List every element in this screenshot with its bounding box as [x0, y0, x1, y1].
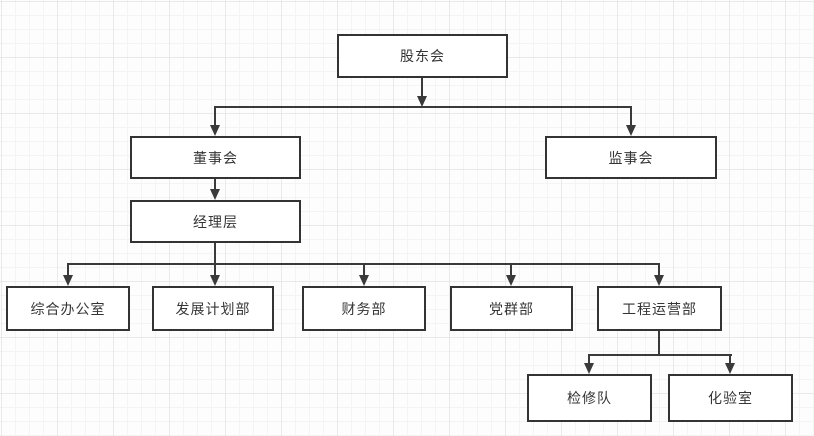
connector-arrowhead — [654, 275, 664, 286]
connector-arrowhead — [626, 125, 636, 136]
node-maintenance-team[interactable]: 检修队 — [527, 374, 652, 422]
node-shareholders-meeting[interactable]: 股东会 — [337, 34, 508, 78]
connector-line — [510, 263, 512, 275]
connector-arrowhead — [210, 189, 220, 200]
connector-arrowhead — [210, 275, 220, 286]
connector-line — [588, 354, 590, 363]
node-label: 化验室 — [708, 390, 753, 406]
connector-arrowhead — [506, 275, 516, 286]
connector-line — [363, 263, 365, 275]
node-label: 党群部 — [489, 300, 534, 317]
connector-line — [658, 331, 660, 355]
node-label: 经理层 — [193, 213, 238, 230]
node-label: 工程运营部 — [622, 300, 697, 317]
connector-line — [67, 263, 69, 275]
connector-arrowhead — [584, 363, 594, 374]
connector-line — [214, 179, 216, 189]
connector-line — [214, 243, 216, 264]
node-label: 股东会 — [400, 48, 445, 64]
node-party-mass-dept[interactable]: 党群部 — [450, 286, 573, 331]
node-development-planning-dept[interactable]: 发展计划部 — [152, 286, 274, 331]
connector-line — [214, 263, 216, 275]
node-supervisory-board[interactable]: 监事会 — [545, 136, 717, 179]
node-board-of-directors[interactable]: 董事会 — [130, 136, 301, 179]
node-label: 综合办公室 — [30, 300, 106, 317]
connector-line — [214, 106, 632, 108]
connector-line — [588, 354, 732, 356]
connector-line — [729, 354, 731, 363]
node-label: 发展计划部 — [175, 300, 251, 317]
connector-line — [658, 263, 660, 275]
node-label: 检修队 — [567, 390, 612, 406]
connector-arrowhead — [417, 96, 427, 107]
connector-line — [214, 106, 216, 125]
node-label: 财务部 — [341, 300, 387, 317]
node-general-office[interactable]: 综合办公室 — [6, 286, 130, 331]
node-management-level[interactable]: 经理层 — [130, 200, 301, 243]
node-laboratory[interactable]: 化验室 — [668, 374, 793, 422]
connector-line — [630, 106, 632, 125]
node-engineering-operations-dept[interactable]: 工程运营部 — [597, 286, 722, 331]
connector-arrowhead — [63, 275, 73, 286]
connector-arrowhead — [725, 363, 735, 374]
connector-arrowhead — [359, 275, 369, 286]
connector-line — [421, 77, 423, 96]
node-finance-dept[interactable]: 财务部 — [302, 286, 426, 331]
node-label: 董事会 — [193, 149, 238, 166]
connector-arrowhead — [210, 125, 220, 136]
node-label: 监事会 — [608, 149, 654, 166]
